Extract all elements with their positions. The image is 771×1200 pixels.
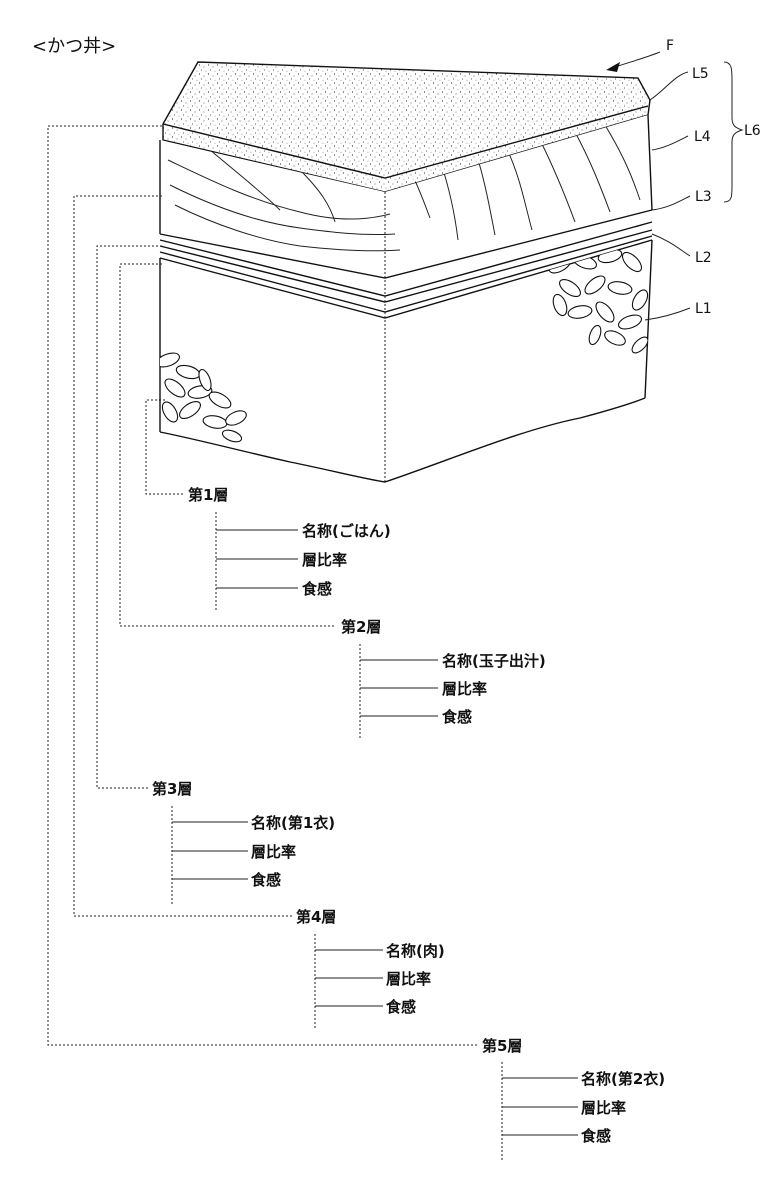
layer-5-name: 名称(第2衣) xyxy=(581,1070,665,1088)
layer-3-texture: 食感 xyxy=(251,871,281,889)
layer-5-ratio: 層比率 xyxy=(581,1099,626,1117)
layer-1-texture: 食感 xyxy=(302,580,332,598)
ref-L1: L1 xyxy=(695,301,712,317)
layer-2-name: 名称(玉子出汁) xyxy=(442,652,546,670)
layer-3-name: 名称(第1衣) xyxy=(251,814,335,832)
layer-4-texture: 食感 xyxy=(386,998,416,1016)
layer-L5-top-surface xyxy=(162,61,651,193)
layer-2-group: 第2層 名称(玉子出汁) 層比率 食感 xyxy=(341,618,546,726)
layer-2-ratio: 層比率 xyxy=(442,680,487,698)
layer-5-heading: 第5層 xyxy=(482,1037,522,1055)
layer-2-texture: 食感 xyxy=(442,708,472,726)
layer-L1-rice xyxy=(159,239,653,483)
layer-4-group: 第4層 名称(肉) 層比率 食感 xyxy=(296,908,445,1016)
layer-3-heading: 第3層 xyxy=(152,780,192,798)
layer-2-heading: 第2層 xyxy=(341,618,381,636)
diagram-title: <かつ丼> xyxy=(32,36,116,57)
ref-L3: L3 xyxy=(695,189,712,205)
layer-5-group: 第5層 名称(第2衣) 層比率 食感 xyxy=(482,1037,665,1145)
ref-L6: L6 xyxy=(744,123,761,139)
layer-L4-meat xyxy=(159,114,653,278)
layer-1-name: 名称(ごはん) xyxy=(302,522,391,540)
layer-4-ratio: 層比率 xyxy=(386,970,431,988)
ref-L5: L5 xyxy=(692,66,709,82)
food-block xyxy=(159,61,653,483)
layer-1-ratio: 層比率 xyxy=(302,551,347,569)
arrow-icon xyxy=(606,62,620,72)
ref-L4: L4 xyxy=(694,129,711,145)
layer-1-heading: 第1層 xyxy=(188,486,228,504)
layer-3-ratio: 層比率 xyxy=(251,843,296,861)
reference-callouts: F L5 L4 L3 L2 L1 L6 xyxy=(606,38,761,321)
layer-4-name: 名称(肉) xyxy=(386,942,445,960)
layer-4-heading: 第4層 xyxy=(296,908,336,926)
layer-3-group: 第3層 名称(第1衣) 層比率 食感 xyxy=(152,780,335,889)
layer-1-group: 第1層 名称(ごはん) 層比率 食感 xyxy=(188,486,391,598)
figure-ref-label: F xyxy=(666,38,674,54)
connector-lines xyxy=(47,125,578,1160)
ref-L2: L2 xyxy=(695,250,712,266)
layer-5-texture: 食感 xyxy=(581,1127,611,1145)
